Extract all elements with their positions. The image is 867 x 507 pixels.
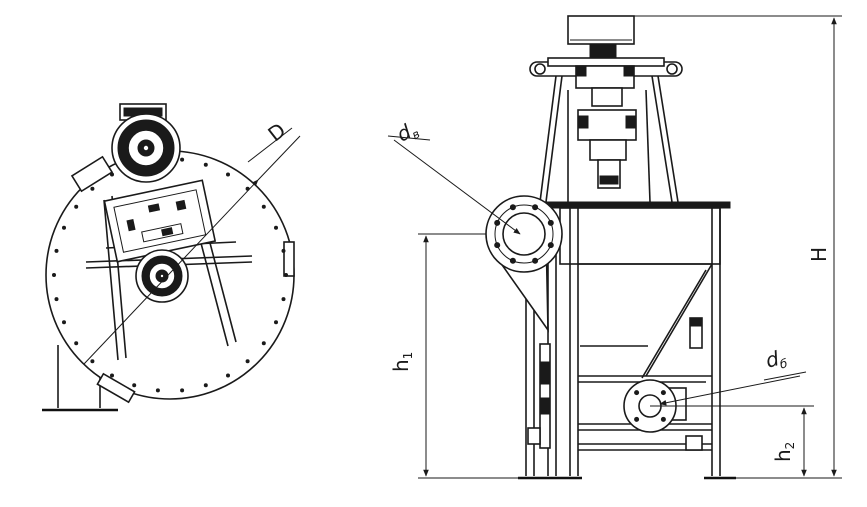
label-d: D — [263, 118, 290, 146]
bolt-hole — [634, 416, 640, 422]
bottom-lug — [96, 372, 136, 404]
bolt-hole — [660, 390, 666, 396]
dimension-h1: h1 — [389, 233, 520, 479]
bolt-hole — [547, 219, 554, 226]
bolt-hole — [74, 341, 79, 346]
inlet-flange — [485, 195, 563, 273]
bolt-hole — [203, 383, 208, 388]
label-h1: h1 — [389, 352, 415, 372]
bolt-hole — [226, 373, 230, 378]
bolt-hole — [90, 186, 95, 191]
bolt-hole — [532, 257, 539, 264]
bolt-hole — [547, 242, 554, 249]
bolt-hole — [660, 416, 666, 422]
bolt-hole — [245, 359, 250, 364]
bolt-hole — [62, 320, 66, 325]
tank-body — [559, 207, 721, 476]
bolt-hole — [261, 341, 266, 346]
motor-housing — [567, 15, 635, 59]
bolt-hole — [203, 162, 208, 167]
right-lug — [283, 241, 295, 277]
upper-support-frame — [539, 75, 679, 203]
dimension-h-total: H — [634, 15, 842, 479]
shaft-center — [135, 249, 189, 303]
label-dv: dв — [393, 116, 423, 148]
bolt-hole — [90, 359, 95, 364]
bolt-hole — [155, 388, 160, 393]
bolt-hole — [281, 297, 286, 302]
bolt-hole — [110, 172, 114, 177]
dimension-dn: dб — [659, 344, 807, 406]
bolt-hole — [62, 225, 66, 230]
bolt-hole — [74, 204, 79, 209]
bolt-hole — [226, 172, 230, 177]
label-h2: h2 — [771, 442, 797, 462]
bolt-hole — [261, 204, 266, 209]
label-h-total: H — [807, 247, 831, 262]
bolt-hole — [509, 204, 516, 211]
bolt-hole — [54, 248, 59, 253]
bolt-hole — [284, 273, 288, 277]
bolt-hole — [532, 204, 539, 211]
bolt-hole — [132, 383, 137, 388]
bolt-hole — [110, 373, 114, 378]
dimension-h2: h2 — [650, 405, 814, 477]
bolt-hole — [52, 273, 56, 277]
top-view: D — [42, 103, 301, 412]
motor-mount-plate — [103, 179, 217, 263]
side-view: dв dб h1 h2 — [387, 15, 842, 480]
left-lug — [70, 155, 114, 193]
bolt-hole — [180, 388, 185, 393]
label-dn: dб — [763, 344, 789, 374]
bolt-hole — [634, 390, 640, 396]
bolt-hole — [509, 257, 516, 264]
bolt-hole — [274, 320, 278, 325]
motor-top-view — [111, 103, 181, 183]
bolt-hole — [494, 242, 501, 249]
bolt-hole — [180, 157, 185, 162]
top-plate — [523, 201, 731, 209]
bearing-housings — [575, 65, 637, 189]
bolt-hole — [54, 297, 59, 302]
bolt-hole — [274, 225, 278, 230]
bolt-hole — [281, 248, 286, 253]
bolt-hole — [494, 219, 501, 226]
